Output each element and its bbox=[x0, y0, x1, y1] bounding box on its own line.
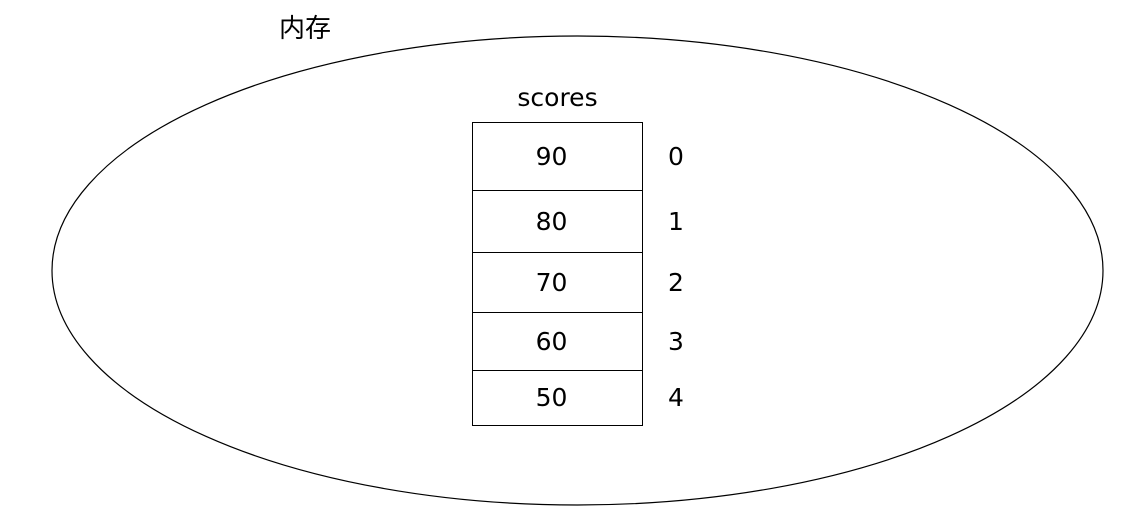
array-cell-3: 60 3 bbox=[473, 313, 684, 371]
array-name-label: scores bbox=[517, 83, 598, 112]
memory-label: 内存 bbox=[279, 14, 332, 44]
array-cell-value: 60 bbox=[535, 326, 568, 356]
array-cell-index: 1 bbox=[668, 206, 684, 236]
array-cell-value: 50 bbox=[535, 383, 568, 412]
array-cell-index: 4 bbox=[668, 383, 684, 412]
array-cell-index: 3 bbox=[668, 326, 684, 356]
array-cell-1: 80 1 bbox=[473, 191, 684, 253]
array-cell-0: 90 0 bbox=[473, 123, 684, 191]
array-cell-4: 50 4 bbox=[473, 371, 684, 426]
array-cell-index: 2 bbox=[668, 267, 684, 297]
array-cell-value: 70 bbox=[535, 267, 568, 297]
memory-ellipse-shape bbox=[51, 35, 1104, 506]
array-cell-value: 80 bbox=[535, 206, 568, 236]
array-cell-2: 70 2 bbox=[473, 253, 684, 313]
array-cell-index: 0 bbox=[668, 141, 684, 171]
array-cell-value: 90 bbox=[535, 141, 568, 171]
array-table: 90 0 80 1 70 2 60 3 50 4 bbox=[472, 122, 684, 426]
